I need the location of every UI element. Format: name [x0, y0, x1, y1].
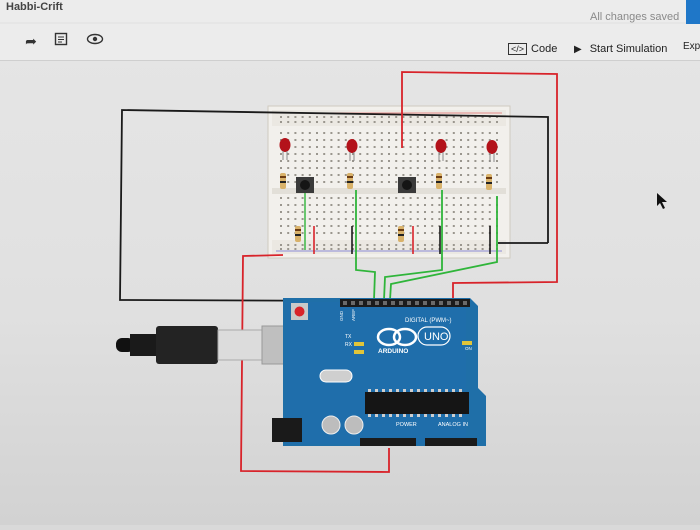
green-wire-2[interactable]	[383, 190, 443, 301]
green-wire-1[interactable]	[355, 190, 376, 301]
title-bar: Habbi-Crift All changes saved	[0, 0, 700, 23]
view-eye-icon[interactable]	[86, 32, 104, 50]
resistor-5[interactable]	[295, 226, 301, 242]
arduino-uno-board[interactable]	[272, 298, 486, 446]
resistor-2[interactable]	[347, 173, 353, 189]
app-title: Habbi-Crift	[6, 1, 63, 13]
export-button[interactable]: Exp	[683, 41, 700, 52]
digital-header-pins	[343, 301, 467, 305]
notes-icon[interactable]	[52, 32, 70, 50]
start-simulation-button[interactable]: ▶ Start Simulation	[574, 40, 667, 58]
analog-in-label: ANALOG IN	[438, 422, 468, 428]
power-label: POWER	[396, 422, 417, 428]
led-1[interactable]	[279, 138, 291, 160]
play-icon: ▶	[574, 43, 582, 55]
breadboard[interactable]	[267, 105, 511, 259]
resistor-3[interactable]	[436, 173, 442, 189]
uno-logo-text: UNO	[424, 331, 449, 343]
code-icon: </>	[508, 43, 528, 55]
circuit-canvas[interactable]: DIGITAL (PWM~) UNO ARDUINO POWER ANALOG …	[0, 61, 700, 525]
mouse-cursor-icon	[657, 193, 667, 209]
save-status: All changes saved	[590, 11, 680, 23]
code-label: Code	[531, 43, 558, 55]
start-simulation-label: Start Simulation	[589, 43, 668, 55]
gnd-label: GND	[339, 310, 344, 321]
share-arrow-icon[interactable]: ➦	[25, 33, 37, 49]
arduino-brand: ARDUINO	[378, 348, 408, 355]
toolbar: ➦ </> Code ▶ Start Simulation Exp	[0, 24, 700, 61]
green-wire-3[interactable]	[389, 196, 498, 301]
resistor-1[interactable]	[280, 173, 286, 189]
power-wire-upper[interactable]	[401, 71, 558, 312]
power-wire-lower[interactable]	[240, 254, 390, 473]
code-button[interactable]: </> Code	[508, 40, 557, 58]
pushbutton-2[interactable]	[398, 177, 416, 193]
led-4[interactable]	[486, 140, 498, 162]
aref-label: AREF	[351, 309, 356, 321]
usb-cable[interactable]	[116, 325, 289, 365]
chip-pins	[368, 389, 462, 417]
led-2[interactable]	[346, 139, 358, 161]
resistor-4[interactable]	[486, 174, 492, 190]
on-label: ON	[465, 346, 472, 351]
pushbutton-1[interactable]	[296, 177, 314, 193]
circuit-svg: DIGITAL (PWM~) UNO ARDUINO POWER ANALOG …	[116, 71, 667, 473]
digital-label: DIGITAL (PWM~)	[405, 318, 452, 324]
led-3[interactable]	[435, 139, 447, 161]
resistor-6[interactable]	[398, 226, 404, 242]
tx-label: TX	[345, 334, 352, 340]
rx-label: RX	[345, 342, 353, 348]
